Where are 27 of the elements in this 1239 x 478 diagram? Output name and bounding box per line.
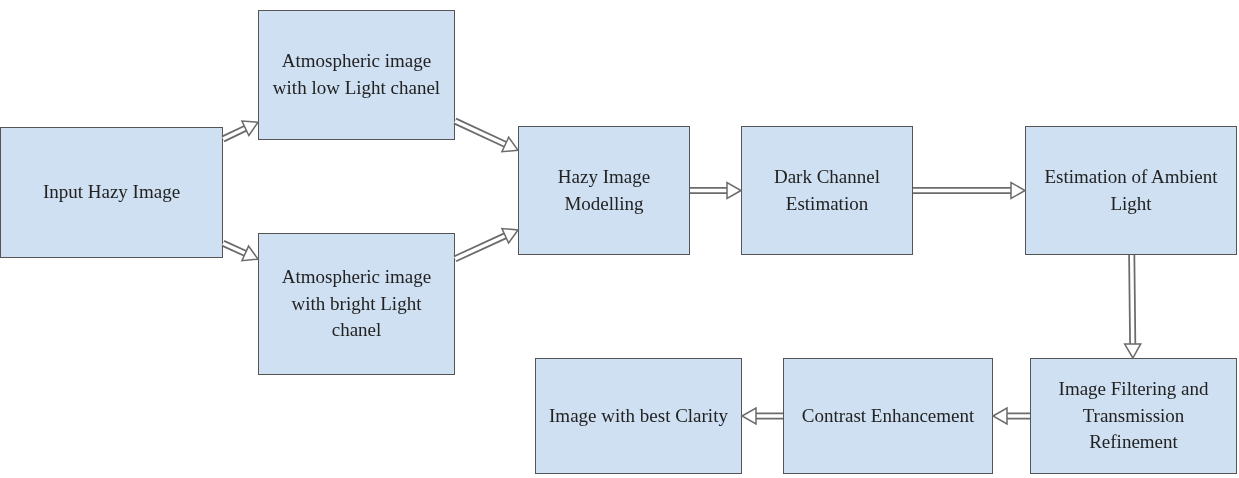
box-label: Atmospheric image with low Light chanel bbox=[271, 49, 442, 100]
arrow bbox=[221, 120, 260, 143]
box-label: Image Filtering and Transmission Refinement bbox=[1057, 377, 1210, 455]
arrow bbox=[991, 406, 1030, 426]
process-box bbox=[741, 126, 913, 255]
process-box bbox=[258, 10, 455, 140]
arrow bbox=[1123, 254, 1142, 360]
box-label: Estimation of Ambient Light bbox=[1043, 164, 1219, 216]
box-label: Hazy Image Modelling bbox=[556, 164, 652, 216]
box-label: Contrast Enhancement bbox=[801, 403, 975, 428]
process-box bbox=[1025, 126, 1237, 255]
process-box bbox=[535, 358, 742, 474]
arrow bbox=[453, 117, 520, 153]
arrow bbox=[690, 181, 743, 200]
process-box bbox=[518, 126, 690, 255]
box-label: Input Hazy Image bbox=[42, 180, 181, 205]
arrow bbox=[740, 406, 783, 426]
process-box bbox=[258, 233, 455, 375]
process-box bbox=[1030, 358, 1237, 474]
process-box bbox=[0, 127, 223, 258]
process-box bbox=[783, 358, 993, 474]
arrow bbox=[221, 240, 260, 262]
box-label: Atmospheric image with bright Light chanel bbox=[280, 265, 433, 343]
arrow bbox=[453, 227, 520, 262]
arrow bbox=[913, 181, 1027, 200]
box-label: Dark Channel Estimation bbox=[772, 164, 882, 216]
box-label: Image with best Clarity bbox=[549, 403, 728, 428]
